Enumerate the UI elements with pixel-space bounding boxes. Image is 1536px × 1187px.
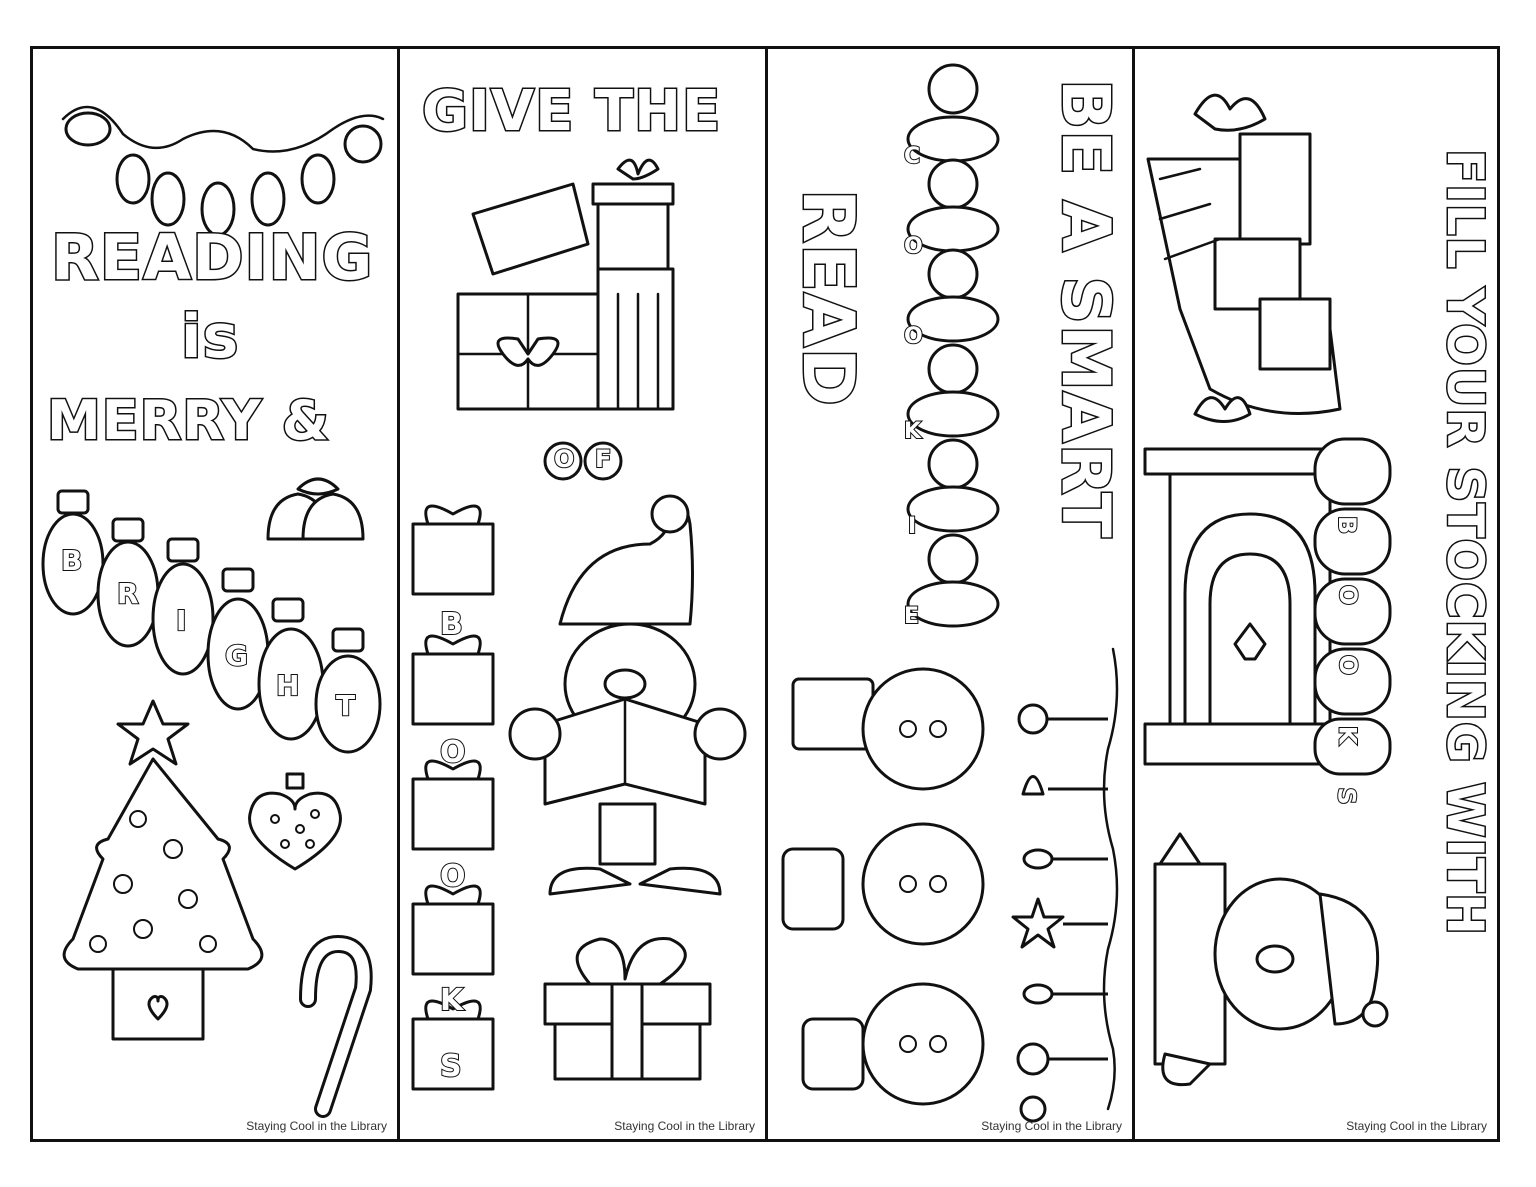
- credit-text: Staying Cool in the Library: [1346, 1119, 1487, 1133]
- stocking-letter: K: [1332, 725, 1362, 746]
- bulb-letter: B: [60, 543, 83, 578]
- vertical-title-fill-your-stocking: FILL YOUR STOCKING WITH: [1435, 148, 1496, 938]
- of-letter: F: [594, 444, 612, 474]
- gift-stack-icon: [458, 144, 698, 414]
- bulb-letter: I: [175, 603, 188, 638]
- christmas-tree-icon: [48, 699, 288, 1059]
- cookie-letter: O: [903, 233, 924, 260]
- vertical-title-read: READ: [786, 188, 871, 409]
- fireplace-icon: [1140, 444, 1360, 784]
- title-line-2: is: [179, 302, 240, 372]
- gift-box-icon: [540, 929, 720, 1079]
- gift-boxes-column-icon: [408, 479, 508, 1079]
- cookie-letter: E: [903, 603, 920, 630]
- bell-icon: [258, 479, 378, 559]
- bulb-letter: T: [335, 688, 356, 723]
- cookie-letter: I: [907, 513, 917, 540]
- gift-letter: O: [439, 858, 466, 895]
- title-line-1: GIVE THE: [420, 79, 722, 144]
- of-letter: O: [553, 444, 575, 474]
- credit-text: Staying Cool in the Library: [246, 1119, 387, 1133]
- bookmark-smart-cookie: BE A SMART READ C O O K I E: [765, 46, 1135, 1142]
- bulb-letter: R: [116, 576, 140, 611]
- of-badge-icon: [518, 441, 648, 481]
- string-lights-icon: [33, 49, 400, 259]
- credit-text: Staying Cool in the Library: [981, 1119, 1122, 1133]
- vertical-title-be-a-smart: BE A SMART: [1046, 78, 1126, 541]
- cookie-letter: O: [903, 323, 924, 350]
- bulb-letter: G: [224, 638, 249, 673]
- ornament-garland-icon: [1008, 649, 1128, 1119]
- bookmark-give-books: GIVE THE O F B O O K S: [397, 46, 768, 1142]
- credit-text: Staying Cool in the Library: [614, 1119, 755, 1133]
- stocking-letter: O: [1333, 584, 1363, 606]
- gift-letter: K: [439, 982, 464, 1019]
- bulb-letter: H: [275, 668, 300, 703]
- candy-cane-icon: [283, 929, 383, 1119]
- ornament-icon: [245, 769, 345, 879]
- elf-reading-icon: [520, 494, 760, 894]
- cookie-letter: C: [903, 143, 921, 170]
- title-line-1: READING: [49, 221, 374, 294]
- gingerbread-icon: [883, 59, 1013, 649]
- elf-icon: [1140, 824, 1400, 1104]
- stocking-letter: S: [1332, 786, 1362, 805]
- stocking-column-icon: [1300, 434, 1400, 774]
- gift-letter: B: [439, 606, 464, 643]
- bulb-row-icon: [33, 489, 400, 749]
- stocking-gifts-icon: [1140, 79, 1340, 439]
- bookmark-fill-stocking: FILL YOUR STOCKING WITH B O O K S: [1132, 46, 1500, 1142]
- cookie-letter: K: [903, 418, 922, 445]
- title-line-3: MERRY &: [46, 389, 331, 452]
- stocking-letter: B: [1332, 515, 1362, 535]
- gift-letter: S: [439, 1048, 463, 1085]
- bookmark-reading-merry: READING is MERRY & B R I G H T: [30, 46, 400, 1142]
- stocking-letter: O: [1333, 654, 1363, 676]
- gift-letter: O: [439, 734, 466, 771]
- snowman-icon: [773, 659, 993, 1119]
